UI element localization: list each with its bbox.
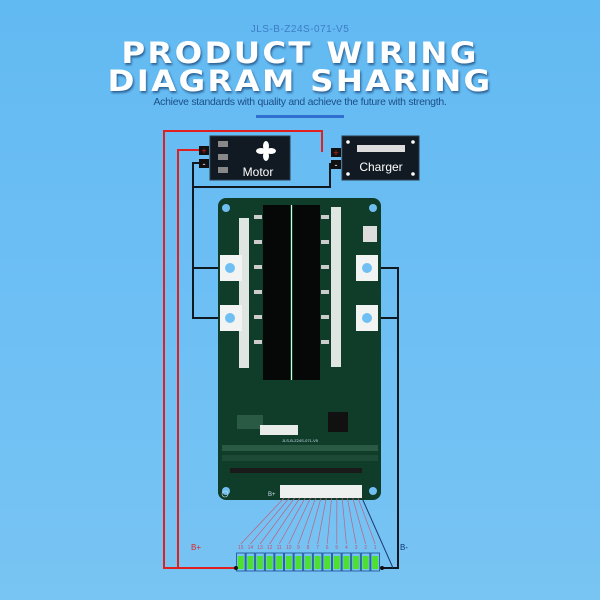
battery-cell	[305, 556, 311, 569]
motor-plus-terminal	[199, 146, 209, 155]
charger-box: + - Charger	[331, 135, 420, 181]
balance-wire	[326, 497, 332, 545]
cell-number: 9	[297, 545, 300, 551]
cell-number: 3	[355, 545, 358, 551]
balance-wire	[307, 497, 322, 545]
balance-wires	[240, 497, 376, 545]
cell-number: 4	[345, 545, 348, 551]
cell-number: 14	[248, 545, 254, 551]
motor-label: Motor	[243, 165, 274, 179]
balance-wire	[240, 497, 285, 545]
battery-cell	[353, 556, 359, 569]
charger-plus-terminal	[331, 148, 341, 157]
balance-wire	[357, 497, 376, 545]
cell-number: 10	[286, 545, 292, 551]
battery-negative-label: B-	[400, 543, 408, 552]
charger-label: Charger	[359, 160, 402, 174]
balance-wire	[259, 497, 295, 545]
cell-number: 6	[326, 545, 329, 551]
cell-number: 2	[364, 545, 367, 551]
cell-number: 12	[267, 545, 273, 551]
battery-cell	[247, 556, 254, 569]
title-line-2: DIAGRAM SHARING	[107, 64, 493, 98]
cell-outline	[351, 552, 361, 572]
balance-wire	[317, 497, 327, 545]
cell-outline	[245, 552, 256, 572]
balance-wire	[278, 497, 306, 545]
positive-wires	[163, 130, 323, 569]
cell-outline	[274, 552, 284, 572]
motor-minus-terminal	[199, 159, 209, 168]
cell-outline	[236, 552, 246, 572]
pcb-silkscreen: JLS-B-Z24S-071-V5	[282, 438, 319, 443]
balance-wire	[250, 497, 290, 545]
cell-outline	[360, 552, 371, 572]
battery-cell	[372, 556, 379, 569]
subtitle: Achieve standards with quality and achie…	[153, 96, 447, 108]
battery-cell	[276, 556, 283, 569]
cell-outline	[312, 552, 323, 572]
cell-number: 15	[238, 545, 244, 551]
cell-outline	[303, 552, 313, 572]
balance-connector	[280, 485, 362, 498]
battery-cell	[295, 556, 302, 569]
cell-number: 13	[257, 545, 263, 551]
cell-number: 1	[374, 545, 377, 551]
motor-box: + - Motor	[199, 135, 291, 181]
cell-number: 8	[307, 545, 310, 551]
cell-number: 7	[316, 545, 319, 551]
battery-cell	[324, 556, 331, 569]
pcb-bplus-label: B+	[268, 492, 276, 498]
cell-outline	[255, 552, 265, 572]
model-number: JLS-B-Z24S-071-V5	[250, 24, 350, 35]
charger-plus-sign: +	[333, 148, 338, 158]
cell-number: 5	[335, 545, 338, 551]
battery-cell	[362, 556, 369, 569]
charger-minus-terminal	[331, 160, 341, 169]
title-line-1: PRODUCT WIRING	[121, 36, 479, 70]
cell-outline	[293, 552, 304, 572]
cell-outline	[264, 552, 275, 572]
battery-cell	[343, 556, 350, 569]
cell-outline	[322, 552, 332, 572]
motor-minus-sign: -	[203, 159, 206, 169]
cell-outline	[284, 552, 294, 572]
cell-outline	[341, 552, 352, 572]
title-underline	[256, 115, 344, 118]
battery-positive-label: B+	[191, 543, 201, 552]
fan-icon	[256, 141, 276, 161]
mcu-chip	[328, 412, 348, 432]
battery-cell	[333, 556, 340, 569]
cell-outline	[332, 552, 342, 572]
battery-cell	[257, 556, 263, 569]
balance-wire	[352, 497, 366, 545]
battery-cell	[266, 556, 273, 569]
motor-plus-sign: +	[201, 146, 206, 156]
balance-wire	[298, 497, 317, 545]
cell-number: 11	[277, 545, 282, 551]
charger-minus-sign: -	[335, 160, 338, 170]
battery-cell	[237, 556, 244, 569]
balance-wire	[347, 497, 357, 545]
balance-wire	[269, 497, 301, 545]
balance-wire	[341, 497, 347, 545]
balance-wire	[288, 497, 311, 545]
battery-cell	[314, 556, 321, 569]
battery-cell	[285, 556, 292, 569]
bms-pcb: JLS-B-Z24S-071-V5 B+	[218, 198, 381, 500]
cell-outline	[370, 552, 380, 572]
